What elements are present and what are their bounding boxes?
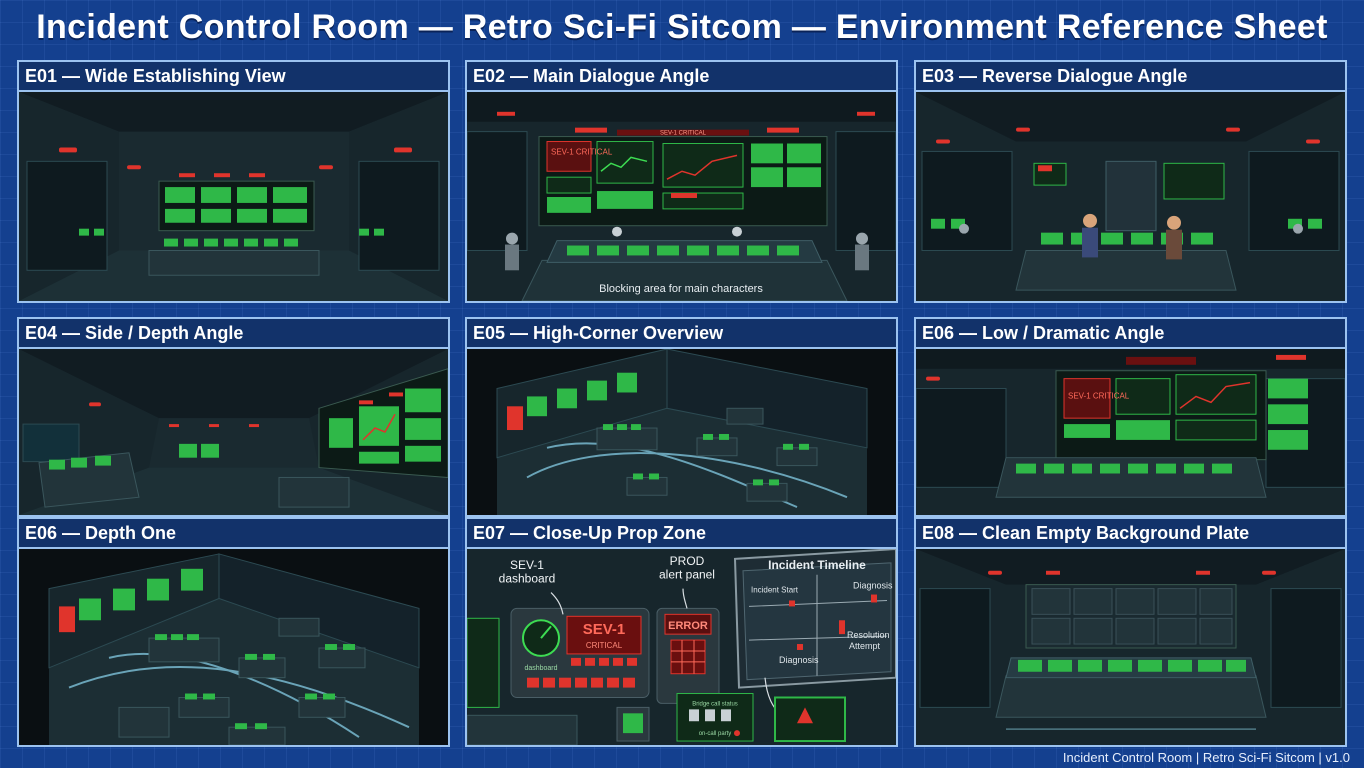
svg-text:dashboard: dashboard bbox=[524, 665, 557, 672]
panel-e07[interactable]: E07 — Close-Up Prop Zone bbox=[465, 517, 898, 747]
svg-text:CRITICAL: CRITICAL bbox=[586, 641, 623, 650]
svg-text:SEV-1: SEV-1 bbox=[583, 621, 625, 638]
scene-reverse-dialogue bbox=[916, 92, 1345, 301]
panel-title: E03 — Reverse Dialogue Angle bbox=[916, 62, 1345, 92]
scene-high-corner bbox=[467, 349, 896, 515]
panel-title: E01 — Wide Establishing View bbox=[19, 62, 448, 92]
sheet-title: Incident Control Room — Retro Sci-Fi Sit… bbox=[36, 8, 1328, 46]
scene-wide-establishing bbox=[19, 92, 448, 301]
panel-e03[interactable]: E03 — Reverse Dialogue Angle bbox=[914, 60, 1347, 303]
panel-title: E06 — Low / Dramatic Angle bbox=[916, 319, 1345, 349]
blocking-note: Blocking area for main characters bbox=[599, 283, 763, 295]
svg-text:ERROR: ERROR bbox=[668, 620, 708, 632]
panel-e02[interactable]: E02 — Main Dialogue Angle bbox=[465, 60, 898, 303]
sev-callout-line1: SEV-1 bbox=[510, 558, 544, 572]
panel-title: E08 — Clean Empty Background Plate bbox=[916, 519, 1345, 549]
panel-title: E04 — Side / Depth Angle bbox=[19, 319, 448, 349]
panel-e05[interactable]: E05 — High-Corner Overview bbox=[465, 317, 898, 517]
prod-callout-line2: alert panel bbox=[659, 568, 715, 582]
svg-text:SEV-1 CRITICAL: SEV-1 CRITICAL bbox=[660, 131, 707, 137]
scene-empty-plate bbox=[916, 549, 1345, 745]
panel-e01[interactable]: E01 — Wide Establishing View bbox=[17, 60, 450, 303]
panel-e04[interactable]: E04 — Side / Depth Angle bbox=[17, 317, 450, 517]
panel-e06-low[interactable]: E06 — Low / Dramatic Angle bbox=[914, 317, 1347, 517]
sev-callout-line2: dashboard bbox=[499, 572, 556, 586]
svg-text:Bridge call status: Bridge call status bbox=[692, 701, 738, 707]
svg-text:SEV-1 CRITICAL: SEV-1 CRITICAL bbox=[1068, 391, 1130, 400]
panel-e08[interactable]: E08 — Clean Empty Background Plate bbox=[914, 517, 1347, 747]
prod-callout-line1: PROD bbox=[670, 554, 705, 568]
svg-text:Diagnosis: Diagnosis bbox=[853, 581, 893, 591]
panel-title: E06 — Depth One bbox=[19, 519, 448, 549]
svg-text:Diagnosis: Diagnosis bbox=[779, 655, 819, 665]
svg-text:Attempt: Attempt bbox=[849, 641, 880, 651]
panel-title: E02 — Main Dialogue Angle bbox=[467, 62, 896, 92]
scene-depth-one bbox=[19, 549, 448, 745]
svg-text:on-call party: on-call party bbox=[699, 731, 732, 737]
scene-close-up-props: SEV-1 dashboard PROD alert panel SEV-1 C… bbox=[467, 549, 896, 745]
timeline-title: Incident Timeline bbox=[768, 558, 866, 572]
svg-text:Incident Start: Incident Start bbox=[751, 586, 799, 595]
panel-title: E05 — High-Corner Overview bbox=[467, 319, 896, 349]
svg-text:Resolution: Resolution bbox=[847, 630, 889, 640]
scene-main-dialogue: SEV-1 CRITICAL SEV-1 CRITICAL Blocking a… bbox=[467, 92, 896, 301]
sheet-footer: Incident Control Room | Retro Sci-Fi Sit… bbox=[1062, 750, 1350, 765]
scene-low-dramatic: SEV-1 CRITICAL bbox=[916, 349, 1345, 515]
svg-text:SEV-1 CRITICAL: SEV-1 CRITICAL bbox=[551, 147, 613, 156]
scene-side-depth bbox=[19, 349, 448, 515]
panel-e06-depth[interactable]: E06 — Depth One bbox=[17, 517, 450, 747]
panel-title: E07 — Close-Up Prop Zone bbox=[467, 519, 896, 549]
